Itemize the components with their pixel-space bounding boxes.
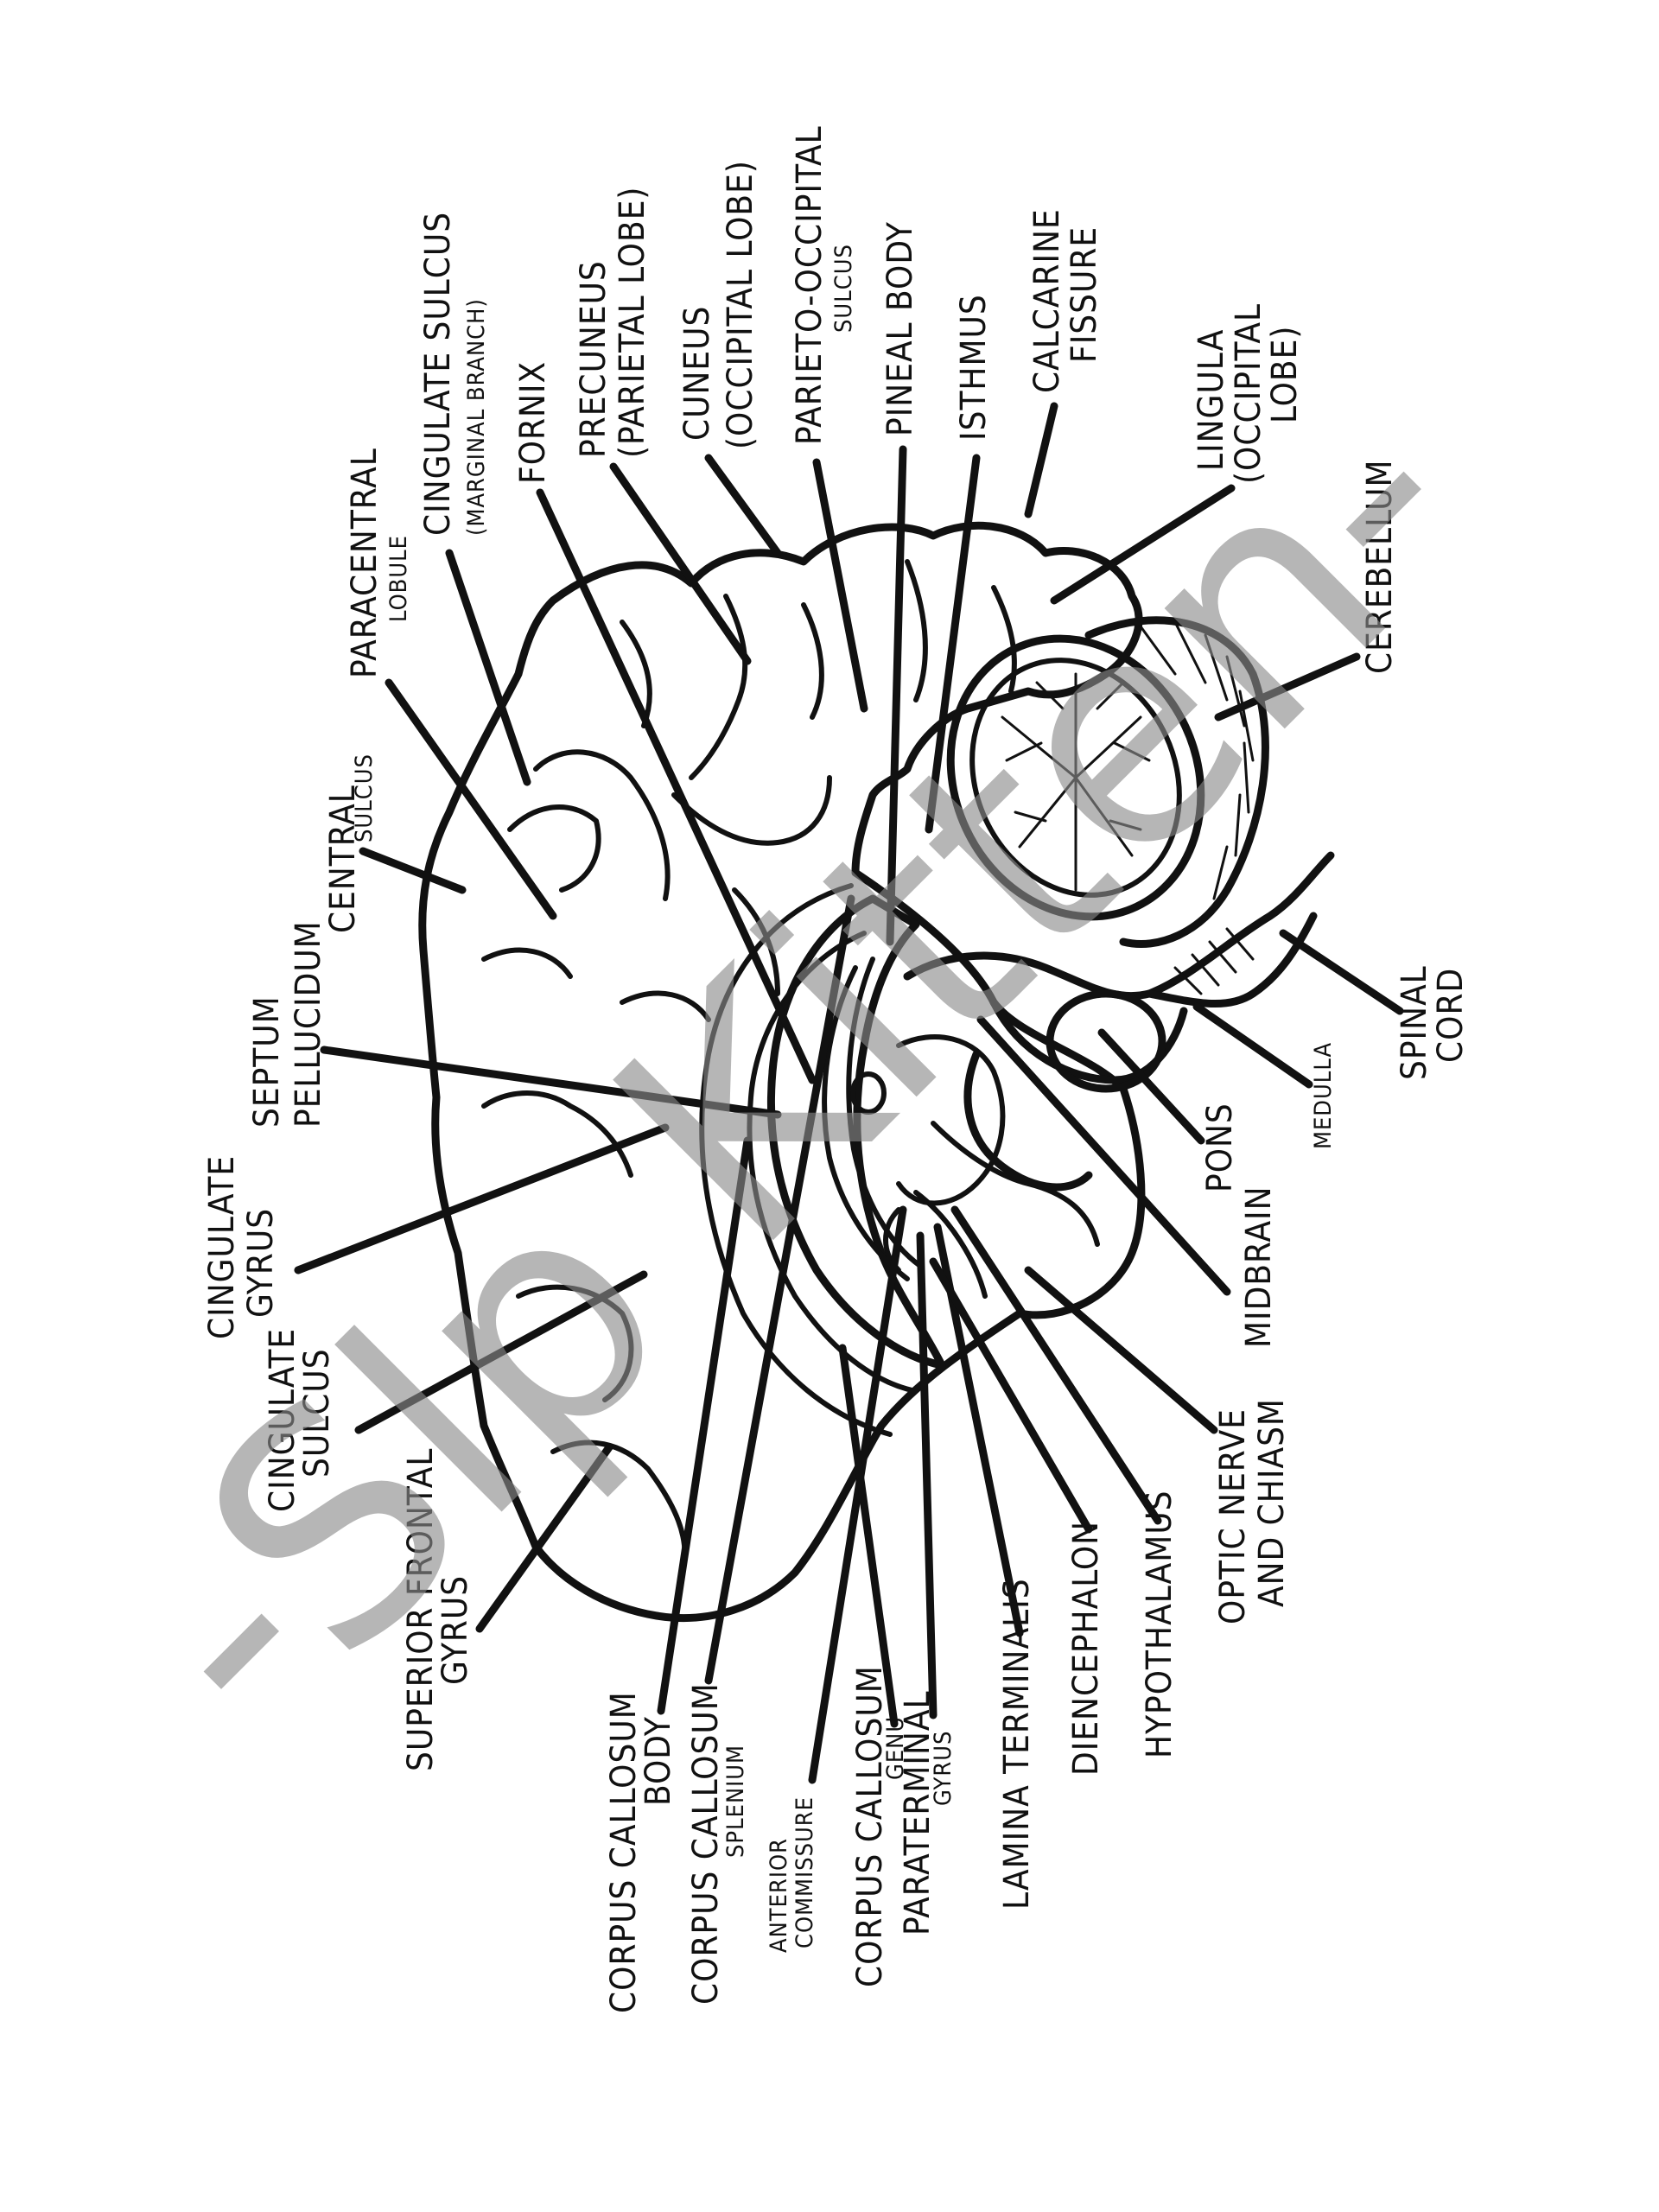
leader-diencephalon bbox=[929, 1257, 1093, 1534]
label-septum-sub: PELLUCIDUM bbox=[289, 920, 328, 1128]
leader-pons bbox=[1097, 1028, 1205, 1145]
label-superior-frontal: SUPERIOR FRONTAL bbox=[401, 1448, 441, 1771]
label-diencephalon: DIENCEPHALON bbox=[1066, 1521, 1106, 1776]
leader-paracentral bbox=[385, 678, 557, 920]
label-parieto-occipital: PARIETO-OCCIPITAL bbox=[790, 125, 830, 445]
cerebellum-arbor-vitae-icon bbox=[946, 616, 1269, 948]
label-anterior-commissure: ANTERIOR bbox=[766, 1838, 792, 1953]
label-pineal-body: PINEAL BODY bbox=[880, 221, 920, 436]
label-paracentral-sub: LOBULE bbox=[385, 535, 412, 622]
label-cerebellum: CEREBELLUM bbox=[1360, 459, 1400, 674]
label-septum: SEPTUM bbox=[247, 995, 287, 1128]
leader-superior-frontal bbox=[475, 1443, 613, 1633]
leader-cingulate-sulcus-marginal bbox=[445, 549, 531, 786]
leader-central-sulcus bbox=[359, 847, 467, 894]
label-cingulate-sulcus: CINGULATE bbox=[263, 1328, 302, 1512]
label-cingulate-sulcus-sub: SULCUS bbox=[297, 1348, 337, 1478]
leader-paraterminal bbox=[916, 1231, 938, 1719]
leader-parieto-occipital bbox=[812, 458, 868, 713]
leader-optic bbox=[1024, 1266, 1218, 1434]
label-spinal: SPINAL bbox=[1395, 965, 1434, 1080]
leader-cerebellum bbox=[1214, 652, 1361, 721]
label-isthmus: ISTHMUS bbox=[954, 294, 994, 441]
label-optic-sub: AND CHIASM bbox=[1252, 1398, 1292, 1607]
leader-lingula bbox=[1050, 484, 1236, 605]
label-precuneus-sub: (PARIETAL LOBE) bbox=[613, 187, 652, 458]
leader-midbrain bbox=[976, 1015, 1231, 1296]
leader-pineal bbox=[886, 445, 907, 946]
label-fornix: FORNIX bbox=[513, 361, 553, 484]
label-paraterminal-sub: GYRUS bbox=[930, 1731, 957, 1806]
label-precuneus: PRECUNEUS bbox=[574, 260, 613, 458]
leader-hypothalamus bbox=[950, 1205, 1162, 1525]
label-central-sub: SULCUS bbox=[351, 753, 378, 842]
label-optic: OPTIC NERVE bbox=[1213, 1408, 1253, 1624]
label-cingulate-sulcus-marginal: CINGULATE SULCUS bbox=[418, 212, 458, 536]
label-parieto-occipital-sub: SULCUS bbox=[830, 244, 857, 333]
leader-septum bbox=[320, 1046, 782, 1119]
leader-cuneus bbox=[704, 454, 782, 557]
label-cuneus-sub: (OCCIPITAL LOBE) bbox=[721, 160, 760, 449]
leader-isthmus bbox=[925, 454, 981, 834]
leader-calcarine bbox=[1024, 402, 1058, 518]
label-lingula: LINGULA bbox=[1192, 329, 1231, 471]
leader-cingulate-gyrus bbox=[294, 1123, 670, 1274]
label-hypothalamus: HYPOTHALAMUS bbox=[1140, 1490, 1179, 1758]
label-cingulate-gyrus: CINGULATE bbox=[202, 1155, 242, 1339]
label-anterior-commissure-sub: COMMISSURE bbox=[791, 1796, 818, 1948]
label-paraterminal: PARATERMINAL bbox=[898, 1690, 938, 1936]
leader-cingulate-sulcus bbox=[354, 1270, 648, 1434]
label-cingulate-sulcus-marginal-sub: (MARGINAL BRANCH) bbox=[463, 298, 490, 536]
leader-precuneus bbox=[609, 462, 752, 665]
label-lingula-sub2: LOBE) bbox=[1265, 326, 1305, 423]
label-cc-body-sub: BODY bbox=[639, 1716, 678, 1806]
label-paracentral: PARACENTRAL bbox=[345, 448, 385, 678]
label-central: CENTRAL bbox=[323, 785, 363, 933]
labels: PARACENTRAL LOBULE CINGULATE SULCUS (MAR… bbox=[202, 125, 1471, 2013]
label-pons: PONS bbox=[1200, 1103, 1240, 1192]
label-cc-genu: CORPUS CALLOSUM bbox=[850, 1665, 890, 1987]
leader-fornix bbox=[536, 488, 817, 1084]
label-cc-splenium-sub: SPLENIUM bbox=[722, 1745, 749, 1858]
label-calcarine-sub: FISSURE bbox=[1065, 226, 1104, 363]
leader-anterior-commissure bbox=[808, 1205, 907, 1784]
label-cingulate-gyrus-sub: GYRUS bbox=[241, 1208, 281, 1318]
label-cc-genu-sub: GENU bbox=[882, 1716, 909, 1780]
label-cc-splenium: CORPUS CALLOSUM bbox=[686, 1682, 726, 2005]
label-lingula-sub1: (OCCIPITAL bbox=[1229, 303, 1268, 484]
leader-lines bbox=[294, 402, 1404, 1784]
leader-medulla bbox=[1192, 1002, 1313, 1089]
leader-cc-body bbox=[657, 1136, 752, 1715]
label-calcarine: CALCARINE bbox=[1027, 208, 1067, 393]
leader-cc-splenium bbox=[704, 894, 855, 1685]
leader-cc-genu bbox=[838, 1344, 899, 1728]
label-spinal-sub: CORD bbox=[1431, 968, 1471, 1063]
leader-spinal-cord bbox=[1279, 929, 1404, 1015]
label-medulla: MEDULLA bbox=[1310, 1042, 1337, 1149]
label-cc-body: CORPUS CALLOSUM bbox=[604, 1691, 644, 2013]
label-superior-frontal-sub: GYRUS bbox=[435, 1575, 475, 1685]
label-cuneus: CUNEUS bbox=[677, 306, 717, 441]
label-midbrain: MIDBRAIN bbox=[1239, 1185, 1279, 1348]
label-lamina-terminalis: LAMINA TERMINALIS bbox=[997, 1578, 1037, 1910]
